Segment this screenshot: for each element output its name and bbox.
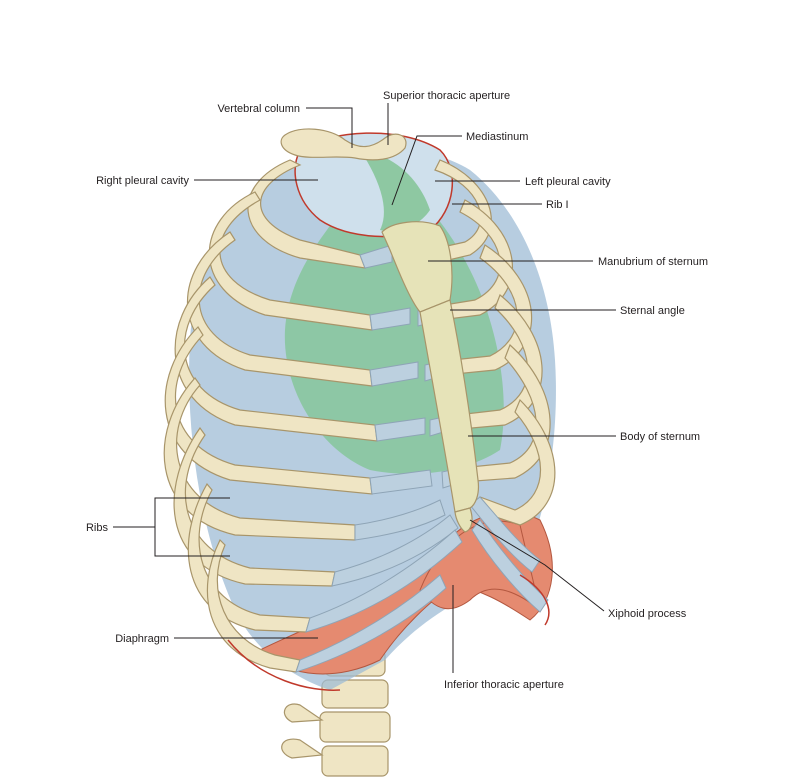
ribs-right [163,159,378,673]
label-manubrium-of-sternum: Manubrium of sternum [598,256,708,268]
manubrium-shape [381,221,453,313]
label-body-of-sternum: Body of sternum [620,431,700,443]
label-superior-thoracic-aperture: Superior thoracic aperture [383,90,510,102]
sternum-body-shape [419,299,480,513]
superior-aperture-mediastinum [360,150,430,232]
leader-mediastinum [391,135,462,206]
label-vertebral-column: Vertebral column [217,103,300,115]
label-mediastinum: Mediastinum [466,131,528,143]
label-right-pleural-cavity: Right pleural cavity [96,175,189,187]
label-rib-i: Rib I [546,199,569,211]
inferior-aperture-outline [227,574,550,691]
thoracic-cage-illustration [163,128,556,777]
label-left-pleural-cavity: Left pleural cavity [525,176,611,188]
leader-lines [113,103,616,673]
sternum [381,221,480,533]
label-xiphoid-process: Xiphoid process [608,608,687,620]
label-sternal-angle: Sternal angle [620,305,685,317]
label-diaphragm: Diaphragm [115,633,169,645]
thoracic-vertebra-top [280,128,407,161]
leader-ribs-bracket [154,497,230,557]
leader-vertebral-column [306,107,353,148]
label-ribs: Ribs [86,522,109,534]
label-inferior-thoracic-aperture: Inferior thoracic aperture [444,679,564,691]
leader-xiphoid-process [469,519,605,612]
labels: Vertebral column Superior thoracic apert… [86,90,708,691]
xiphoid-shape [454,507,473,533]
lumbar-vertebrae [281,649,391,777]
costal-cartilages-right [295,244,463,673]
